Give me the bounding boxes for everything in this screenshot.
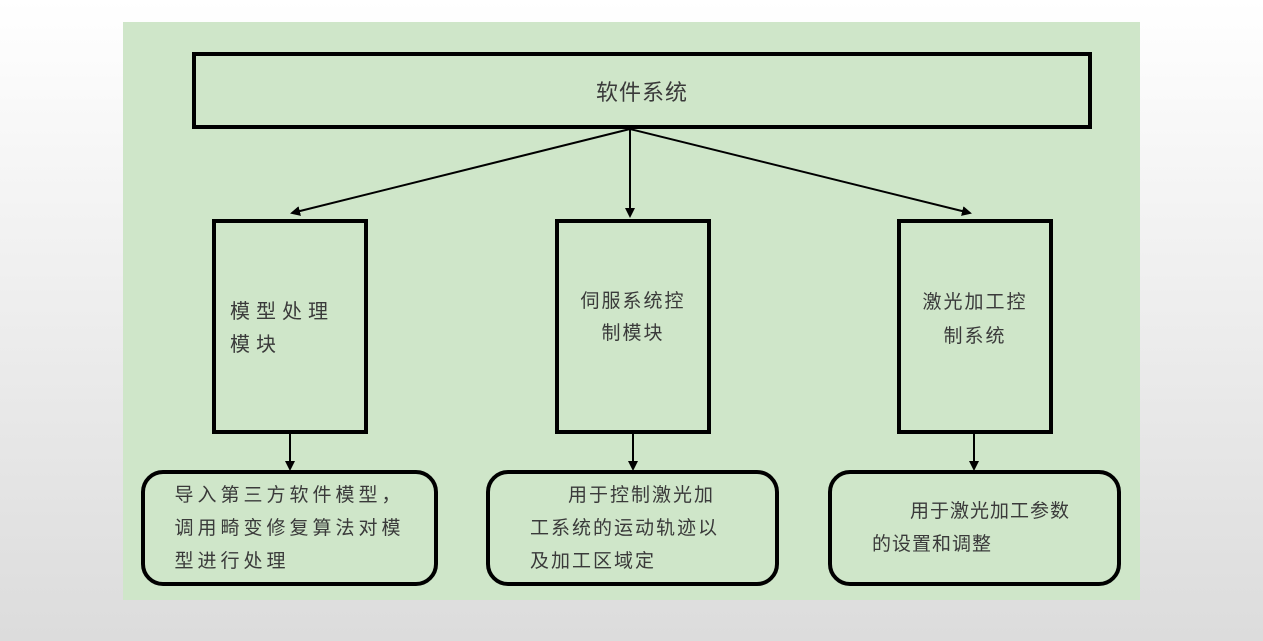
description-node-model-processing: 导入第三方软件模型，调用畸变修复算法对模型进行处理 bbox=[141, 470, 438, 586]
diagram-panel bbox=[123, 22, 1140, 600]
root-node-label: 软件系统 bbox=[595, 80, 688, 106]
description-text: 用于控制激光加工系统的运动轨迹以及加工区域定 bbox=[530, 483, 720, 572]
arrow-root-to-module-3 bbox=[629, 128, 972, 216]
module-label: 伺服系统控制模块 bbox=[580, 290, 686, 344]
module-label: 模型处理模块 bbox=[230, 299, 334, 356]
root-node-software-system: 软件系统 bbox=[192, 52, 1092, 129]
description-text: 导入第三方软件模型，调用畸变修复算法对模型进行处理 bbox=[174, 483, 405, 572]
arrow-root-to-module-1 bbox=[290, 128, 631, 216]
description-node-laser-control: 用于激光加工参数的设置和调整 bbox=[828, 470, 1121, 586]
module-node-servo-control: 伺服系统控制模块 bbox=[555, 219, 711, 434]
module-node-model-processing: 模型处理模块 bbox=[212, 219, 368, 434]
module-label: 激光加工控制系统 bbox=[922, 291, 1028, 347]
description-text: 用于激光加工参数的设置和调整 bbox=[872, 500, 1071, 555]
module-node-laser-control: 激光加工控制系统 bbox=[897, 219, 1053, 434]
description-node-servo-control: 用于控制激光加工系统的运动轨迹以及加工区域定 bbox=[486, 470, 779, 586]
